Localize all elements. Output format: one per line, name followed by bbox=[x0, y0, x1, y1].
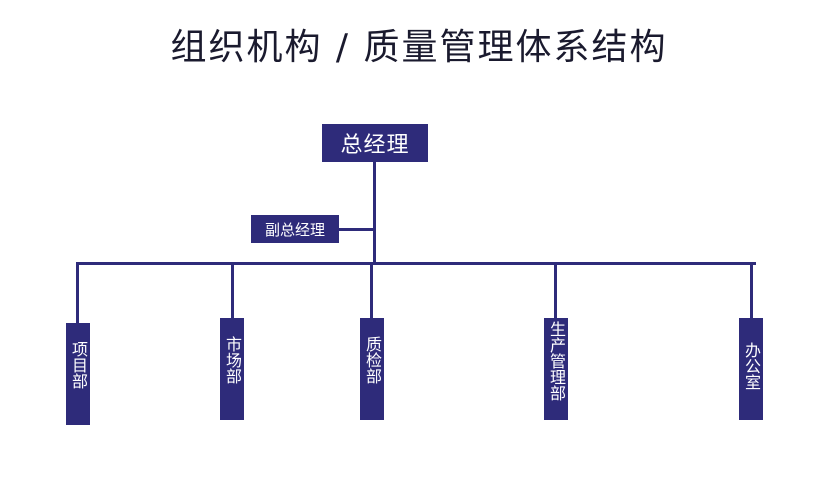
dept-box-qc: 质检部 bbox=[360, 318, 384, 420]
ceo-label: 总经理 bbox=[340, 133, 410, 158]
page-title: 组织机构 / 质量管理体系结构 bbox=[170, 27, 668, 68]
dept-label-market: 市场部 bbox=[223, 336, 242, 384]
dept-box-project: 项目部 bbox=[66, 323, 90, 425]
dept-drop-4 bbox=[554, 262, 557, 319]
trunk-line bbox=[373, 162, 376, 265]
dept-drop-1 bbox=[76, 262, 79, 325]
dept-label-office: 办公室 bbox=[742, 342, 761, 390]
dept-box-office: 办公室 bbox=[739, 318, 763, 420]
deputy-label: 副总经理 bbox=[264, 220, 325, 239]
horizontal-bus bbox=[76, 262, 756, 265]
dept-drop-5 bbox=[750, 262, 753, 319]
dept-label-qc: 质检部 bbox=[363, 336, 382, 384]
dept-box-production: 生产管理部 bbox=[544, 318, 568, 420]
dept-label-production: 生产管理部 bbox=[547, 321, 566, 401]
deputy-box: 副总经理 bbox=[251, 215, 339, 243]
dept-drop-2 bbox=[231, 262, 234, 319]
dept-box-market: 市场部 bbox=[220, 318, 244, 420]
dept-label-project: 项目部 bbox=[69, 341, 88, 389]
ceo-box: 总经理 bbox=[322, 124, 428, 162]
dept-drop-3 bbox=[370, 262, 373, 319]
deputy-connector bbox=[339, 228, 374, 231]
